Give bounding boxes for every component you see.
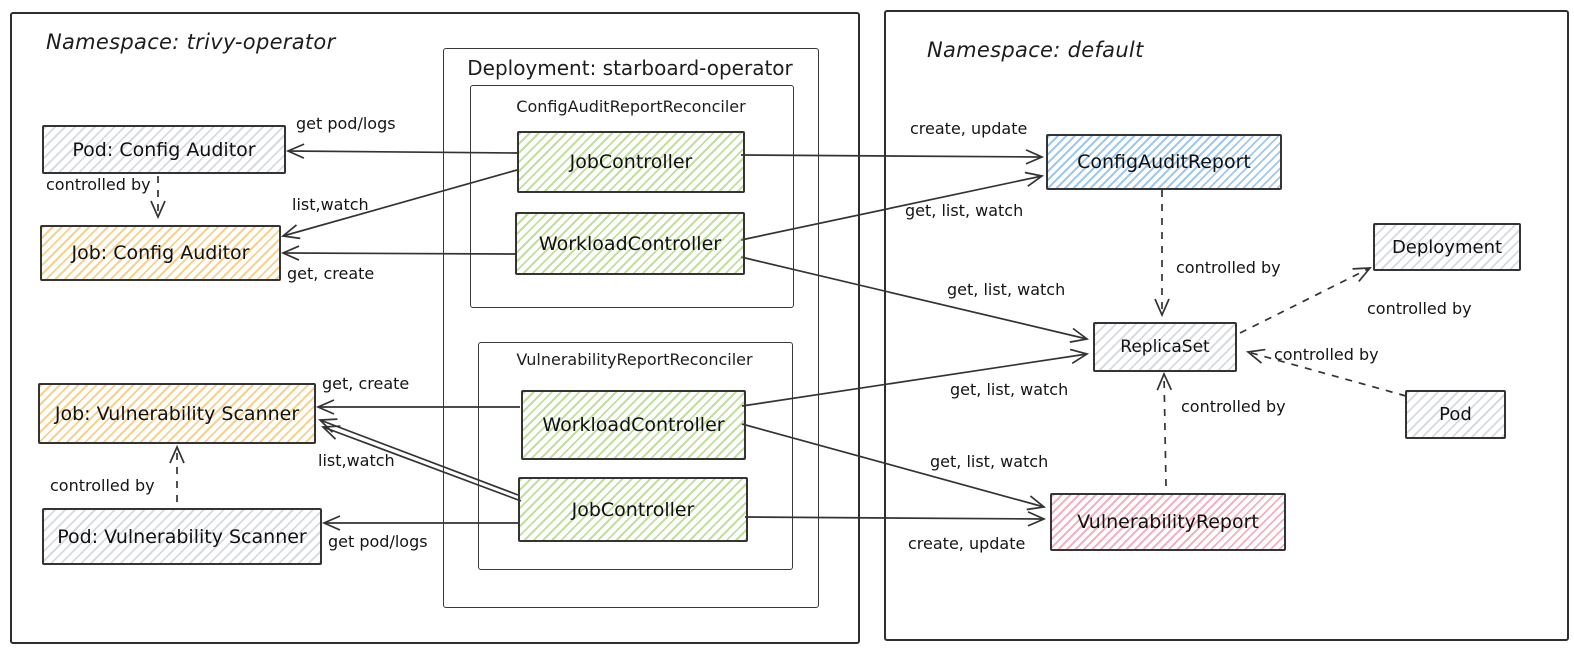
edge-label-controlled-by-vulnerabilityreport: controlled by: [1181, 397, 1286, 416]
node-deployment: Deployment: [1373, 223, 1521, 271]
node-label: Pod: [1439, 404, 1472, 425]
node-pod: Pod: [1405, 390, 1506, 439]
edge-label-controlled-by-config-auditor: controlled by: [46, 175, 151, 194]
edge-label-get-list-watch-vulnerabilityreport: get, list, watch: [930, 452, 1049, 471]
node-label: Job: Config Auditor: [71, 242, 250, 264]
node-label: Deployment: [1391, 236, 1503, 258]
node-jobcontroller-vulnerability: JobController: [518, 477, 748, 542]
edge-label-get-create-bottom: get, create: [322, 374, 410, 393]
node-config-audit-report: ConfigAuditReport: [1046, 134, 1282, 190]
node-job-vulnerability-scanner: Job: Vulnerability Scanner: [38, 383, 316, 444]
node-workloadcontroller-vulnerability: WorkloadController: [521, 390, 746, 460]
node-label: JobController: [569, 151, 693, 173]
edge-label-create-update-top: create, update: [910, 119, 1028, 138]
node-label: WorkloadController: [538, 232, 722, 255]
vulnerability-report-reconciler-title: VulnerabilityReportReconciler: [516, 350, 753, 369]
edge-label-get-pod-logs-bottom: get pod/logs: [328, 532, 428, 551]
edge-label-list-watch-bottom: list,watch: [318, 451, 395, 470]
node-label: Pod: Config Auditor: [72, 138, 256, 161]
edge-label-controlled-by-vuln-scanner: controlled by: [50, 476, 155, 495]
node-label: ReplicaSet: [1120, 337, 1210, 357]
node-label: Pod: Vulnerability Scanner: [57, 525, 307, 548]
edge-label-controlled-by-configauditreport: controlled by: [1176, 258, 1281, 277]
node-label: WorkloadController: [542, 414, 725, 436]
node-vulnerability-report: VulnerabilityReport: [1050, 493, 1286, 551]
edge-label-get-list-watch-configauditreport: get, list, watch: [905, 201, 1024, 220]
edge-label-get-create-top: get, create: [287, 264, 375, 283]
edge-label-create-update-bottom: create, update: [908, 534, 1026, 553]
node-pod-config-auditor: Pod: Config Auditor: [42, 125, 286, 174]
node-label: Job: Vulnerability Scanner: [54, 402, 300, 425]
edge-label-controlled-by-pod: controlled by: [1274, 345, 1379, 364]
node-job-config-auditor: Job: Config Auditor: [40, 225, 281, 281]
node-label: JobController: [571, 498, 695, 521]
node-label: VulnerabilityReport: [1077, 511, 1259, 533]
node-jobcontroller-config-audit: JobController: [517, 131, 745, 193]
edge-label-get-list-watch-replicaset-bottom: get, list, watch: [950, 380, 1069, 399]
namespace-default-title: Namespace: default: [927, 38, 1144, 62]
edge-label-controlled-by-deployment: controlled by: [1367, 299, 1472, 318]
edge-label-list-watch-top: list,watch: [292, 195, 369, 214]
edge-label-get-list-watch-replicaset-top: get, list, watch: [947, 280, 1066, 299]
config-audit-report-reconciler-title: ConfigAuditReportReconciler: [516, 97, 746, 116]
namespace-trivy-operator-title: Namespace: trivy-operator: [46, 30, 336, 54]
node-label: ConfigAuditReport: [1077, 151, 1251, 173]
node-workloadcontroller-config-audit: WorkloadController: [515, 212, 745, 275]
node-pod-vulnerability-scanner: Pod: Vulnerability Scanner: [42, 508, 322, 565]
deployment-starboard-operator-title: Deployment: starboard-operator: [467, 56, 793, 80]
node-replicaset: ReplicaSet: [1093, 322, 1237, 372]
edge-label-get-pod-logs-top: get pod/logs: [296, 114, 396, 133]
